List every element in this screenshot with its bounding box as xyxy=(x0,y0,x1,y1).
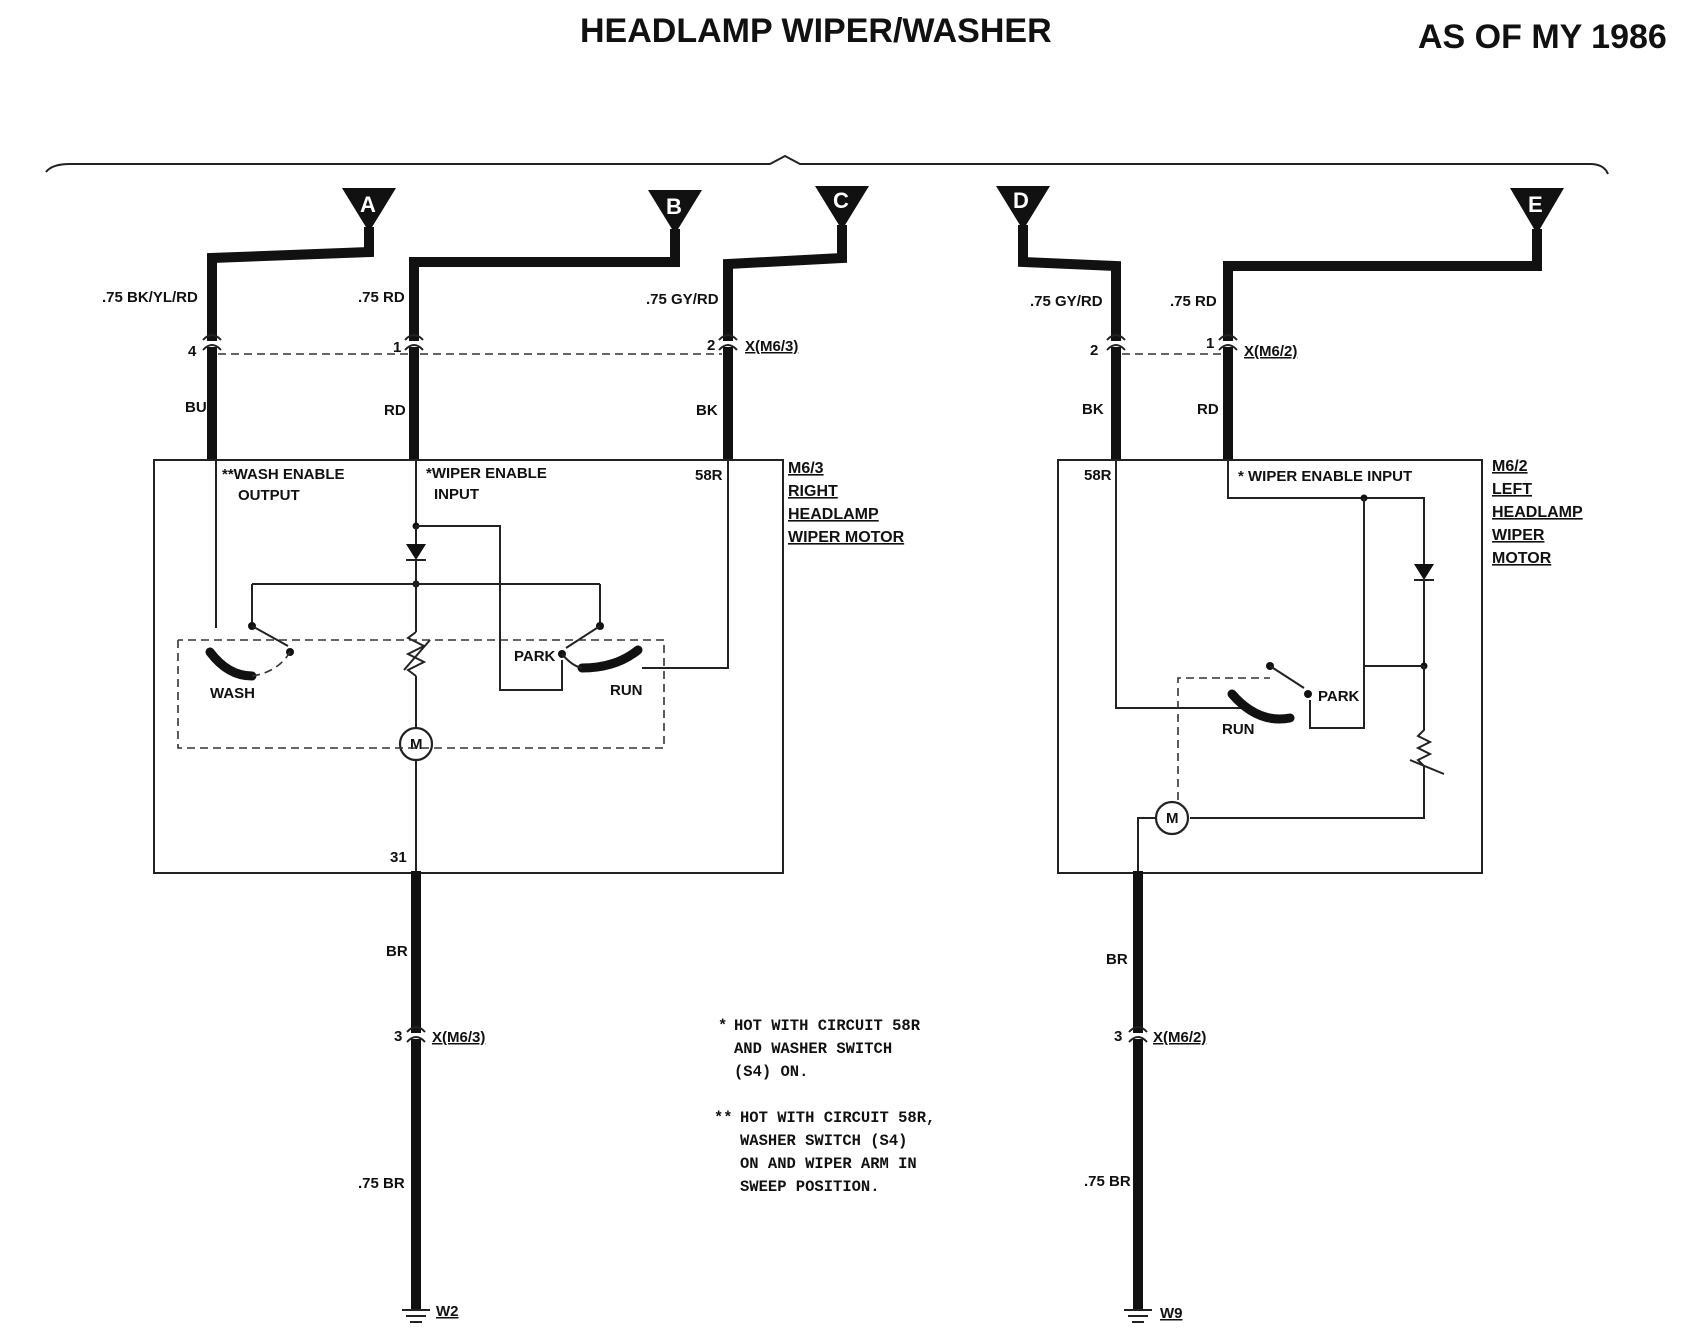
left-park-label: PARK xyxy=(1318,688,1360,705)
note-1-line-1: HOT WITH CIRCUIT 58R xyxy=(734,1017,921,1035)
harness-bracket xyxy=(45,154,1609,175)
right-ground-pin-label: 3 xyxy=(394,1028,402,1045)
connector-b-label: B xyxy=(666,194,682,219)
right-motor-name-2: HEADLAMP xyxy=(788,506,879,523)
pin-2-label: 2 xyxy=(707,337,715,354)
wire-a xyxy=(207,227,374,341)
left-motor-name-2: HEADLAMP xyxy=(1492,504,1583,521)
right-motor-circuit: M xyxy=(177,460,729,873)
wire-e xyxy=(1223,229,1542,341)
ground-w9-label: W9 xyxy=(1160,1305,1183,1322)
left-connector-label: X(M6/2) xyxy=(1244,343,1297,360)
terminal-31-label: 31 xyxy=(390,849,407,866)
wiper-enable-input-label: INPUT xyxy=(434,486,479,503)
wash-label: WASH xyxy=(210,685,255,702)
ground-w9-icon xyxy=(1124,1309,1152,1323)
wiper-enable-label: *WIPER ENABLE xyxy=(426,465,547,482)
wire-d-gauge-label: .75 GY/RD xyxy=(1030,293,1103,310)
left-run-label: RUN xyxy=(1222,721,1255,738)
connector-d: D xyxy=(996,186,1050,230)
connector-c-label: C xyxy=(833,188,849,213)
ground-w2-icon xyxy=(402,1309,430,1323)
right-ground-connector xyxy=(406,1026,426,1043)
connector-a: A xyxy=(342,188,396,232)
wash-enable-label: **WASH ENABLE xyxy=(222,466,345,483)
left-wiper-enable-label: * WIPER ENABLE INPUT xyxy=(1238,468,1412,485)
note-2-marker: ** xyxy=(714,1109,733,1127)
right-connector-label: X(M6/3) xyxy=(745,338,798,355)
note-2-line-2: WASHER SWITCH (S4) xyxy=(740,1132,907,1150)
note-1-line-2: AND WASHER SWITCH xyxy=(734,1040,892,1058)
right-motor-id: M6/3 xyxy=(788,460,824,477)
left-motor-id: M6/2 xyxy=(1492,458,1528,475)
diagram-title: HEADLAMP WIPER/WASHER xyxy=(580,12,1052,50)
pin-4-label: 4 xyxy=(188,343,197,360)
wire-b-gauge-label: .75 RD xyxy=(358,289,405,306)
right-ground-color-label: BR xyxy=(386,943,408,960)
wire-b-color-label: RD xyxy=(384,402,406,419)
wire-c-gauge-label: .75 GY/RD xyxy=(646,291,719,308)
right-ground-connector-label: X(M6/3) xyxy=(432,1029,485,1046)
wire-c xyxy=(723,225,847,341)
left-motor-symbol-label: M xyxy=(1166,810,1179,827)
connector-e-label: E xyxy=(1528,192,1543,217)
left-motor-name-1: LEFT xyxy=(1492,481,1532,498)
left-ground-connector-label: X(M6/2) xyxy=(1153,1029,1206,1046)
left-motor-circuit: M xyxy=(1115,460,1445,873)
left-motor-box xyxy=(1057,459,1483,874)
wire-b xyxy=(409,229,680,341)
wire-c-color-label: BK xyxy=(696,402,718,419)
connector-x-m6-3-top xyxy=(202,334,738,355)
left-pin-1-label: 1 xyxy=(1206,335,1214,352)
note-2-line-1: HOT WITH CIRCUIT 58R, xyxy=(740,1109,935,1127)
right-ground-gauge-label: .75 BR xyxy=(358,1175,405,1192)
note-2-line-4: SWEEP POSITION. xyxy=(740,1178,880,1196)
wire-d-color-label: BK xyxy=(1082,401,1104,418)
model-year-label: AS OF MY 1986 xyxy=(1418,18,1667,56)
wash-enable-output-label: OUTPUT xyxy=(238,487,300,504)
right-motor-name-3: WIPER MOTOR xyxy=(788,529,905,546)
right-park-label: PARK xyxy=(514,648,556,665)
footnotes: * HOT WITH CIRCUIT 58R AND WASHER SWITCH… xyxy=(714,1017,935,1196)
wire-d xyxy=(1018,225,1121,341)
wire-e-color-label: RD xyxy=(1197,401,1219,418)
wire-e-gauge-label: .75 RD xyxy=(1170,293,1217,310)
terminal-58r-label: 58R xyxy=(695,467,723,484)
ground-w2-label: W2 xyxy=(436,1303,459,1320)
right-motor-symbol-label: M xyxy=(410,736,423,753)
left-pin-2-label: 2 xyxy=(1090,342,1098,359)
note-2-line-3: ON AND WIPER ARM IN xyxy=(740,1155,917,1173)
right-motor-box xyxy=(153,459,784,874)
left-ground-connector xyxy=(1128,1026,1148,1043)
connector-a-label: A xyxy=(360,192,376,217)
left-motor-name-3: WIPER xyxy=(1492,527,1545,544)
connector-c: C xyxy=(815,186,869,230)
connector-b: B xyxy=(648,190,702,234)
wire-a-gauge-label: .75 BK/YL/RD xyxy=(102,289,198,306)
left-ground-gauge-label: .75 BR xyxy=(1084,1173,1131,1190)
right-run-label: RUN xyxy=(610,682,643,699)
left-ground-pin-label: 3 xyxy=(1114,1028,1122,1045)
connector-e: E xyxy=(1510,188,1564,234)
left-motor-name-4: MOTOR xyxy=(1492,550,1552,567)
connector-d-label: D xyxy=(1013,188,1029,213)
note-1-line-3: (S4) ON. xyxy=(734,1063,808,1081)
connector-x-m6-2-top xyxy=(1106,334,1238,355)
pin-1-label: 1 xyxy=(393,339,401,356)
wire-a-color-label: BU xyxy=(185,399,207,416)
note-1-marker: * xyxy=(718,1017,727,1035)
left-terminal-58r-label: 58R xyxy=(1084,467,1112,484)
left-ground-color-label: BR xyxy=(1106,951,1128,968)
right-motor-name-1: RIGHT xyxy=(788,483,838,500)
